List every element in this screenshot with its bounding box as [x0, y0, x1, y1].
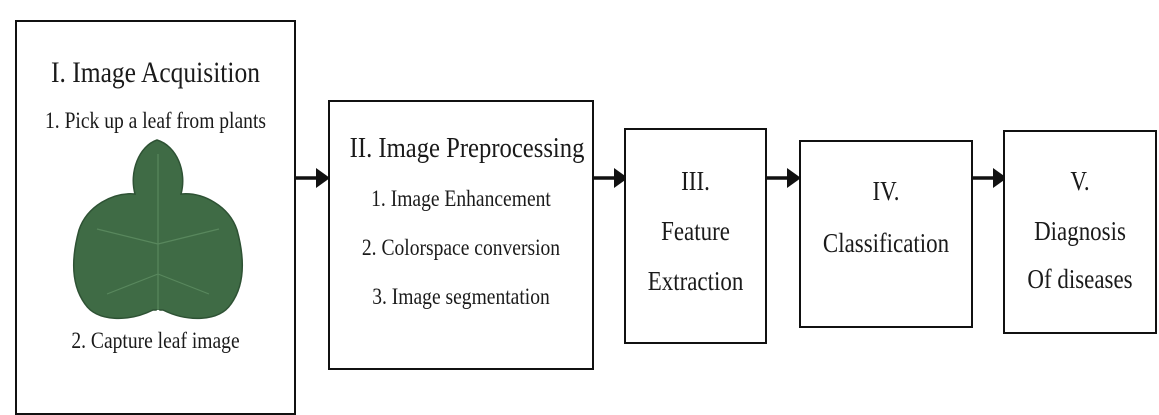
- stage-3-line-1: III.: [681, 166, 710, 196]
- stage-diagnosis: V. Diagnosis Of diseases: [1003, 130, 1157, 334]
- stage-4-line-1: IV.: [872, 176, 900, 206]
- stage-1-step-1: 1. Pick up a leaf from plants: [45, 108, 266, 133]
- stage-2-item-1: 1. Image Enhancement: [371, 186, 551, 211]
- arrow-1: [296, 168, 330, 188]
- stage-5-line-2: Diagnosis: [1034, 216, 1126, 246]
- stage-5-line-3: Of diseases: [1027, 264, 1133, 294]
- stage-2-item-3: 3. Image segmentation: [372, 284, 550, 309]
- stage-image-acquisition: I. Image Acquisition 1. Pick up a leaf f…: [15, 20, 296, 415]
- stage-2-title: II. Image Preprocessing: [349, 132, 585, 164]
- stage-feature-extraction: III. Feature Extraction: [624, 128, 767, 344]
- stage-3-line-3: Extraction: [647, 266, 744, 296]
- stage-3-line-2: Feature: [661, 216, 730, 246]
- stage-1-step-2: 2. Capture leaf image: [71, 328, 240, 353]
- stage-5-line-1: V.: [1070, 166, 1090, 196]
- stage-classification: IV. Classification: [799, 140, 973, 328]
- stage-2-item-2: 2. Colorspace conversion: [361, 235, 561, 260]
- stage-1-title: I. Image Acquisition: [51, 56, 260, 89]
- arrow-4: [973, 168, 1007, 188]
- leaf-icon: [73, 139, 243, 330]
- stage-4-line-2: Classification: [822, 228, 950, 258]
- stage-image-preprocessing: II. Image Preprocessing 1. Image Enhance…: [328, 100, 594, 370]
- arrow-2: [594, 168, 628, 188]
- arrow-3: [767, 168, 801, 188]
- leaf-vein: [96, 154, 220, 310]
